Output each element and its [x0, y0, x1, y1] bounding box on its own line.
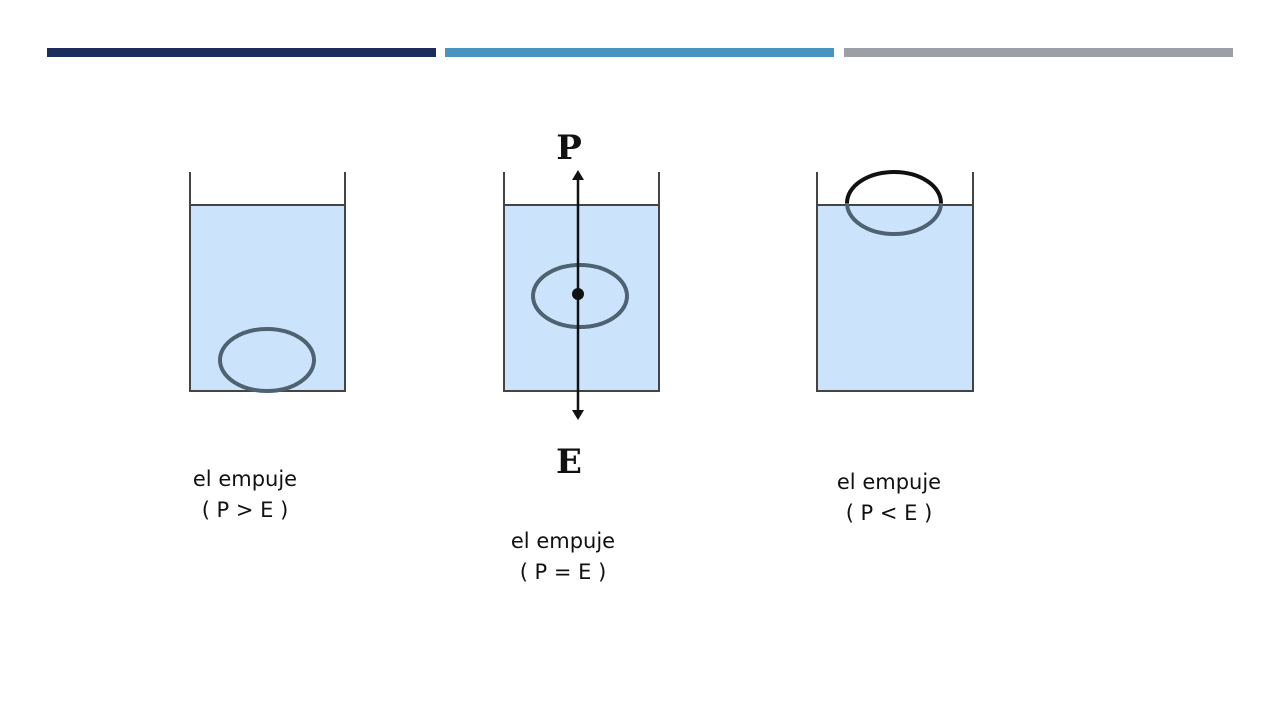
floating-object-emerged	[845, 170, 943, 204]
beaker-outline	[816, 172, 974, 392]
beaker-sunk	[189, 172, 346, 393]
sunk-object	[218, 327, 316, 393]
suspended-object	[531, 263, 629, 329]
force-label-p: P	[556, 128, 582, 168]
caption-line1: el empuje	[192, 467, 298, 491]
beaker-suspended: P E	[503, 128, 660, 482]
caption-line1: el empuje	[510, 529, 616, 553]
caption-sunk: el empuje ( P > E )	[145, 464, 345, 526]
caption-suspended: el empuje ( P = E )	[463, 526, 663, 588]
header-bar-2	[445, 48, 834, 57]
water-fill	[817, 205, 973, 391]
caption-line1: el empuje	[836, 470, 942, 494]
caption-line2: ( P = E )	[519, 560, 607, 584]
caption-floating: el empuje ( P < E )	[789, 467, 989, 529]
caption-line2: ( P > E )	[201, 498, 289, 522]
beaker-outline	[503, 172, 660, 392]
header-bar-1	[47, 48, 436, 57]
floating-object-submerged	[845, 202, 943, 236]
caption-line2: ( P < E )	[845, 501, 933, 525]
water-fill	[190, 205, 345, 391]
beaker-floating	[816, 170, 974, 392]
header-bar-3	[844, 48, 1233, 57]
center-point	[572, 288, 584, 300]
force-label-e: E	[556, 442, 582, 482]
